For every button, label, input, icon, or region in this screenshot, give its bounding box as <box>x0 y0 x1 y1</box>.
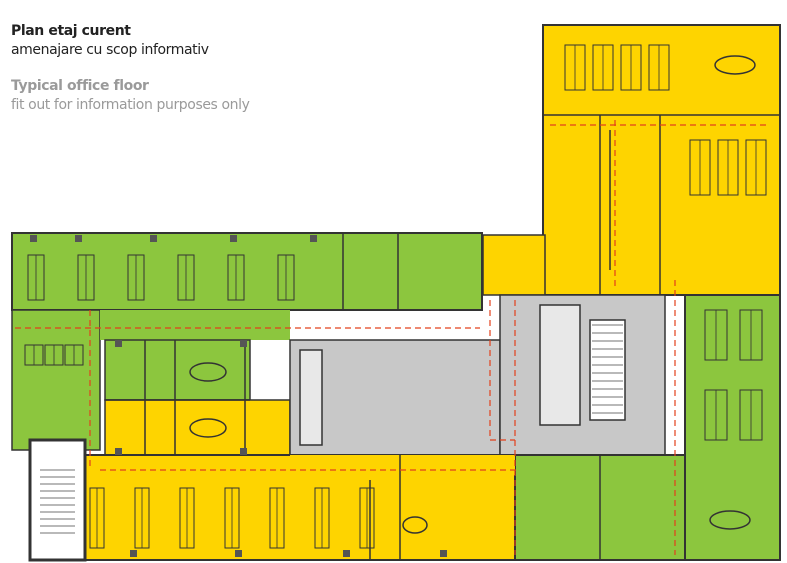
zone-reception-yellow <box>482 234 546 296</box>
zone-green-meeting-rooms <box>104 339 251 401</box>
meeting-table <box>189 362 227 382</box>
structural-column <box>240 448 247 455</box>
meeting-table <box>714 55 756 75</box>
legend-titles: Plan etaj curent amenajare cu scop infor… <box>11 22 250 115</box>
zone-core-lifts <box>499 294 666 456</box>
zone-south-corridor <box>290 455 515 475</box>
structural-column <box>240 340 247 347</box>
structural-column <box>115 448 122 455</box>
zone-north-wing-yellow <box>542 24 781 296</box>
structural-column <box>30 235 37 242</box>
structural-column <box>440 550 447 557</box>
structural-column <box>230 235 237 242</box>
core-stairs <box>589 319 626 421</box>
structural-column <box>343 550 350 557</box>
service-shaft <box>299 349 323 446</box>
subtitle-english: fit out for information purposes only <box>11 97 250 113</box>
zone-west-green-corridor <box>100 310 290 340</box>
meeting-table <box>189 418 227 438</box>
structural-column <box>310 235 317 242</box>
subtitle-romanian: amenajare cu scop informativ <box>11 42 209 58</box>
meeting-table <box>709 510 751 530</box>
title-english: Typical office floor <box>11 78 149 94</box>
structural-column <box>130 550 137 557</box>
title-romanian: Plan etaj curent <box>11 23 131 39</box>
zone-yellow-meeting-rooms <box>104 399 291 456</box>
structural-column <box>115 340 122 347</box>
zone-west-green-open <box>11 309 101 451</box>
structural-column <box>150 235 157 242</box>
zone-west-green-offices <box>11 232 483 311</box>
structural-column <box>235 550 242 557</box>
structural-column <box>75 235 82 242</box>
lift-bank <box>539 304 581 426</box>
meeting-table <box>402 516 428 534</box>
staircase-west <box>28 438 87 562</box>
zone-east-green <box>684 294 781 561</box>
